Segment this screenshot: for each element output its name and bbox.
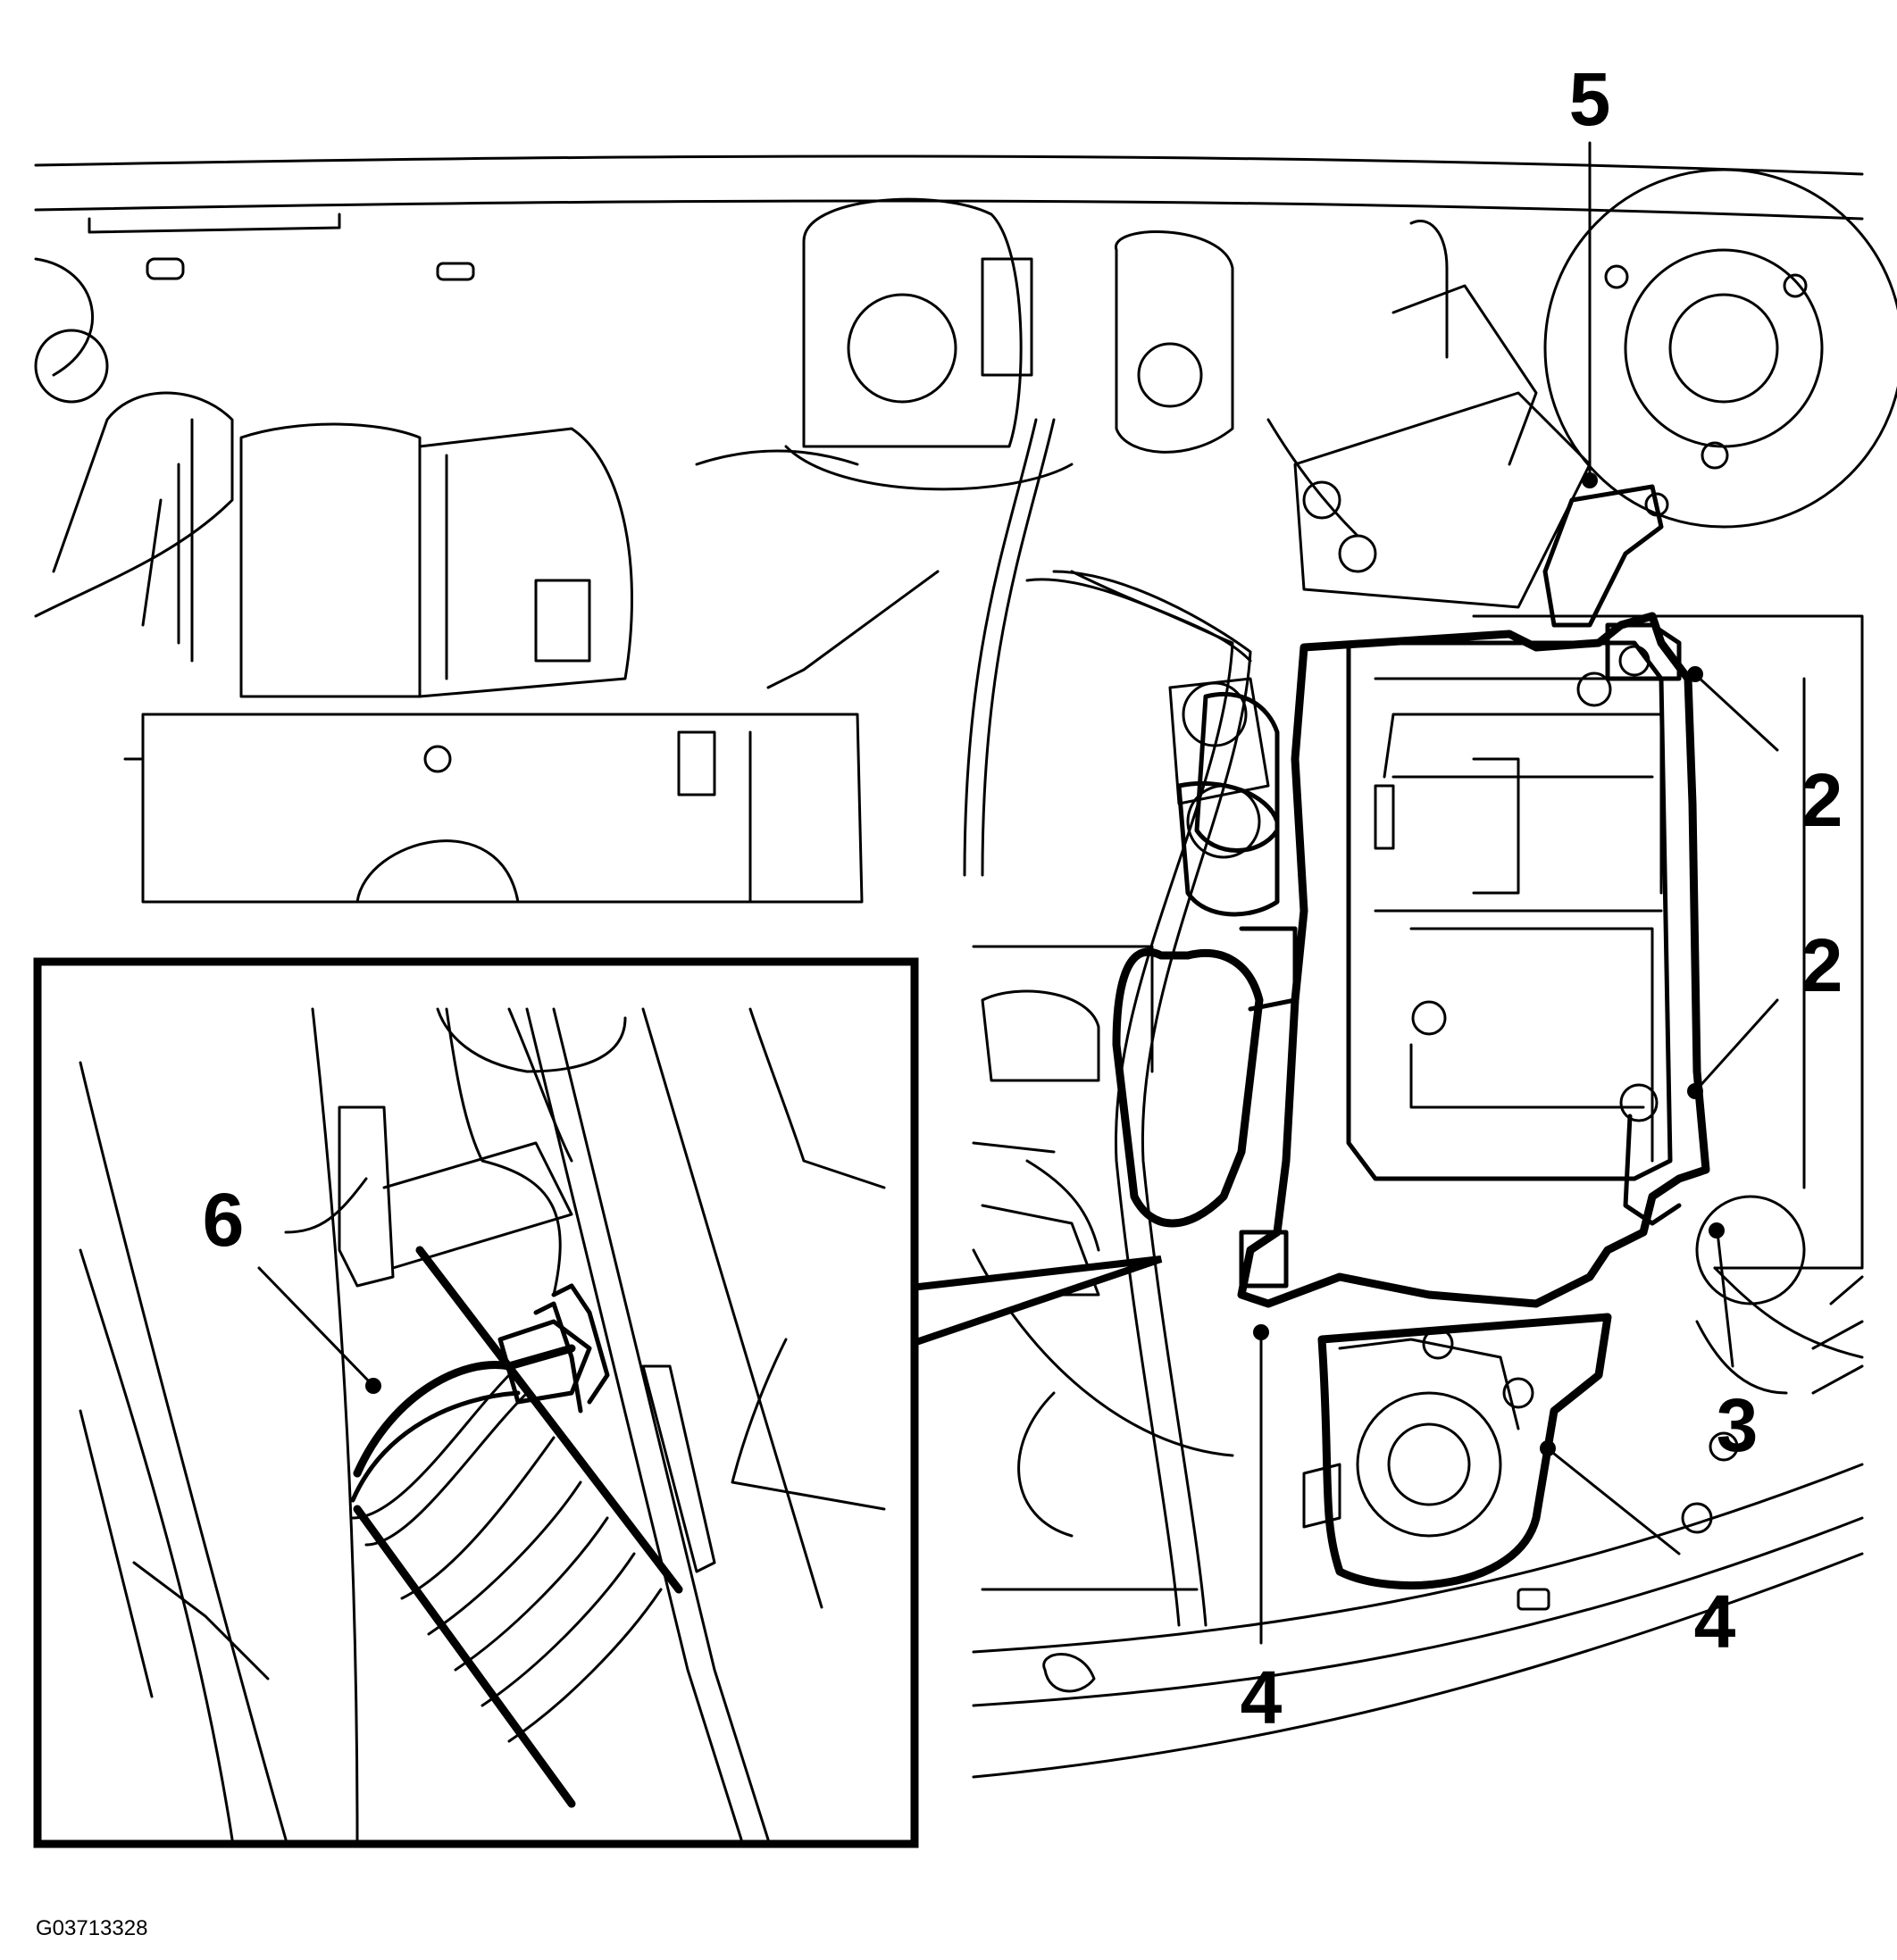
inset-artwork <box>79 1007 886 1841</box>
battery-tray-outline <box>1237 612 1710 1308</box>
battery-assembly <box>1237 484 1710 1308</box>
inset-hose <box>415 1246 683 1594</box>
callout-labels: 5 2 2 3 4 4 6 <box>203 57 1843 1739</box>
inset-pointer <box>909 1255 1163 1347</box>
callout-4-right: 4 <box>1694 1580 1736 1664</box>
callout-5: 5 <box>1569 57 1611 141</box>
engine-bay-artwork <box>34 154 1897 1779</box>
callout-3: 3 <box>1717 1383 1759 1467</box>
inset-frame <box>33 957 919 1848</box>
callout-4-bottom: 4 <box>1241 1656 1283 1739</box>
callout-6: 6 <box>203 1178 245 1262</box>
callout-2-top: 2 <box>1801 758 1843 842</box>
hose-clamp <box>353 1344 576 1478</box>
battery-hold-down <box>1112 691 1298 1289</box>
callout-leaders <box>1253 141 1779 1645</box>
inset-detail <box>33 957 1163 1848</box>
battery-body <box>1346 640 1673 1181</box>
callout-2-mid: 2 <box>1801 923 1843 1007</box>
figure-id: G03713328 <box>36 1916 147 1940</box>
